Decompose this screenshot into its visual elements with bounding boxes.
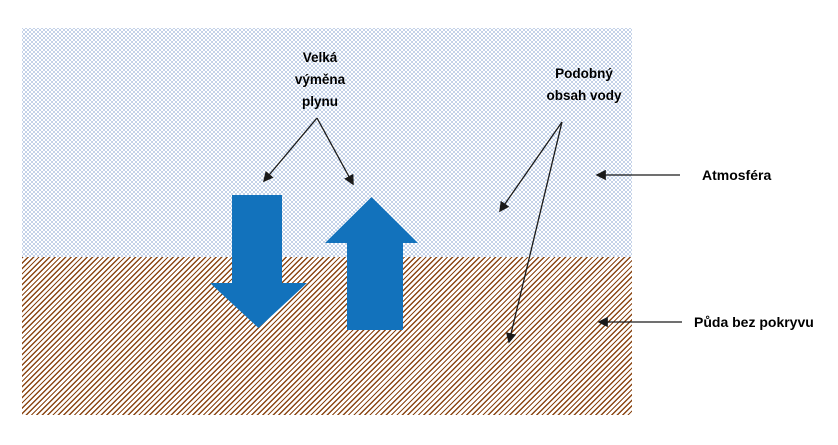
gas-exchange-label: Velká výměna plynu: [294, 50, 346, 109]
water-content-label: Podobný obsah vody: [546, 66, 622, 103]
bare-soil-region: [22, 257, 632, 415]
atmosphere-label: Atmosféra: [702, 167, 772, 183]
bare-soil-label: Půda bez pokryvu: [694, 314, 814, 330]
